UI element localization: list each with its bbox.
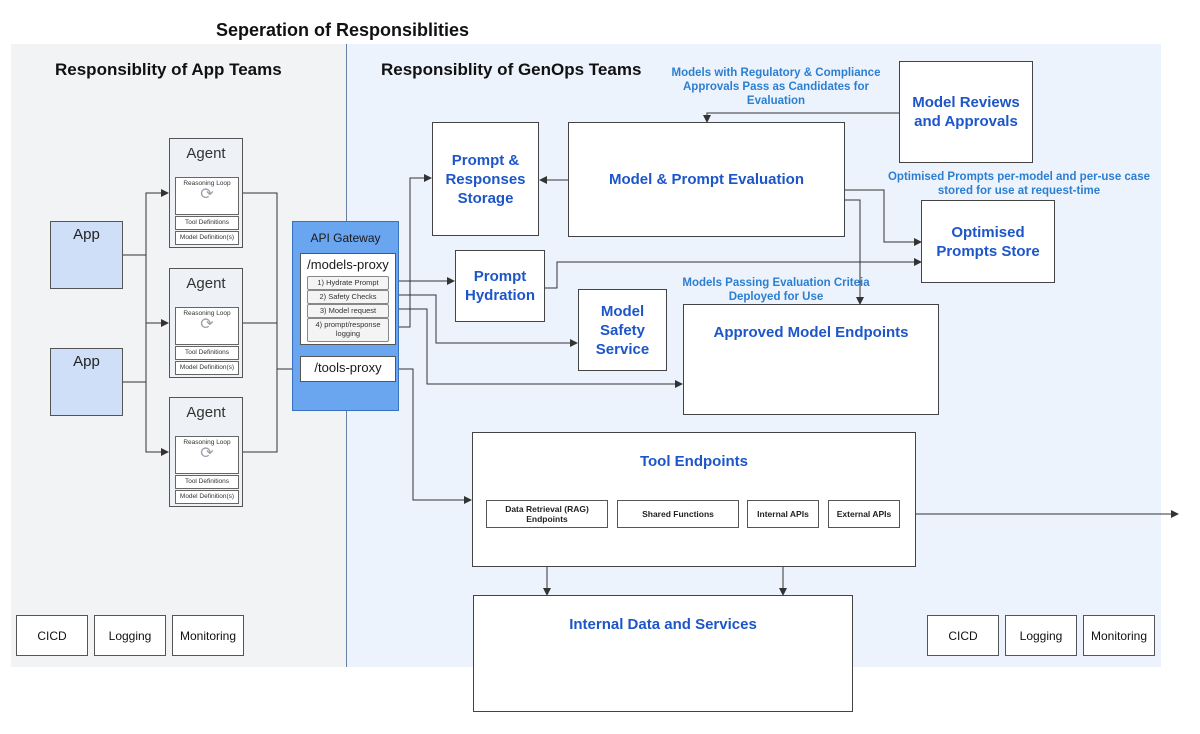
tool-definitions: Tool Definitions xyxy=(175,216,239,230)
app-label: App xyxy=(73,353,100,370)
diagram-title: Seperation of Responsiblities xyxy=(216,20,470,40)
model-definitions: Model Definition(s) xyxy=(175,490,239,504)
internal-apis: Internal APIs xyxy=(747,500,819,528)
data-retrieval-endpoints: Data Retrieval (RAG) Endpoints xyxy=(486,500,608,528)
reasoning-loop-label: Reasoning Loop xyxy=(183,310,231,317)
agent-title: Agent xyxy=(186,404,226,421)
reasoning-loop: Reasoning Loop ⟳ xyxy=(175,307,239,345)
api-gateway-title: API Gateway xyxy=(310,231,381,245)
step-safety-checks: 2) Safety Checks xyxy=(307,290,389,304)
internal-data-services: Internal Data and Services xyxy=(473,595,853,712)
reasoning-loop-label: Reasoning Loop xyxy=(183,439,231,446)
tool-definitions: Tool Definitions xyxy=(175,475,239,489)
loop-icon: ⟳ xyxy=(200,445,214,462)
prompt-responses-storage: Prompt & Responses Storage xyxy=(432,122,539,236)
cicd-box: CICD xyxy=(16,615,88,656)
logging-box: Logging xyxy=(1005,615,1077,656)
app-teams-title: Responsiblity of App Teams xyxy=(55,60,282,79)
note-optimised: Optimised Prompts per-model and per-use … xyxy=(887,171,1150,197)
model-prompt-evaluation: Model & Prompt Evaluation xyxy=(568,122,845,237)
model-definitions: Model Definition(s) xyxy=(175,361,239,375)
loop-icon: ⟳ xyxy=(200,186,214,203)
api-gateway: API Gateway /models-proxy 1) Hydrate Pro… xyxy=(292,221,399,411)
step-logging: 4) prompt/response logging xyxy=(307,318,389,342)
prompt-hydration: Prompt Hydration xyxy=(455,250,545,322)
reasoning-loop-label: Reasoning Loop xyxy=(183,180,231,187)
model-reviews-approvals: Model Reviews and Approvals xyxy=(899,61,1033,163)
note-regulatory: Models with Regulatory & Compliance Appr… xyxy=(671,67,881,107)
model-safety-service: Model Safety Service xyxy=(578,289,667,371)
agent-title: Agent xyxy=(186,275,226,292)
monitoring-box: Monitoring xyxy=(172,615,244,656)
tool-endpoints: Tool Endpoints xyxy=(472,432,916,567)
tool-endpoints-title: Tool Endpoints xyxy=(639,453,749,470)
tools-proxy: /tools-proxy xyxy=(300,356,396,382)
note-passing: Models Passing Evaluation Criteia Deploy… xyxy=(682,277,870,303)
monitoring-box: Monitoring xyxy=(1083,615,1155,656)
tool-definitions: Tool Definitions xyxy=(175,346,239,360)
agent-title: Agent xyxy=(186,145,226,162)
model-definitions: Model Definition(s) xyxy=(175,231,239,245)
logging-box: Logging xyxy=(94,615,166,656)
agent-box: Agent Reasoning Loop ⟳ Tool Definitions … xyxy=(169,397,243,507)
loop-icon: ⟳ xyxy=(200,316,214,333)
step-hydrate-prompt: 1) Hydrate Prompt xyxy=(307,276,389,290)
approved-model-endpoints: Approved Model Endpoints xyxy=(683,304,939,415)
reasoning-loop: Reasoning Loop ⟳ xyxy=(175,177,239,215)
cicd-box: CICD xyxy=(927,615,999,656)
agent-box: Agent Reasoning Loop ⟳ Tool Definitions … xyxy=(169,138,243,248)
shared-functions: Shared Functions xyxy=(617,500,739,528)
optimised-prompts-store: Optimised Prompts Store xyxy=(921,200,1055,283)
external-apis: External APIs xyxy=(828,500,900,528)
reasoning-loop: Reasoning Loop ⟳ xyxy=(175,436,239,474)
agent-box: Agent Reasoning Loop ⟳ Tool Definitions … xyxy=(169,268,243,378)
step-model-request: 3) Model request xyxy=(307,304,389,318)
models-proxy-label: /models-proxy xyxy=(307,257,389,272)
app-box: App xyxy=(50,348,123,416)
genops-teams-title: Responsiblity of GenOps Teams xyxy=(381,60,642,79)
app-box: App xyxy=(50,221,123,289)
app-label: App xyxy=(73,226,100,243)
models-proxy: /models-proxy 1) Hydrate Prompt 2) Safet… xyxy=(300,253,396,345)
